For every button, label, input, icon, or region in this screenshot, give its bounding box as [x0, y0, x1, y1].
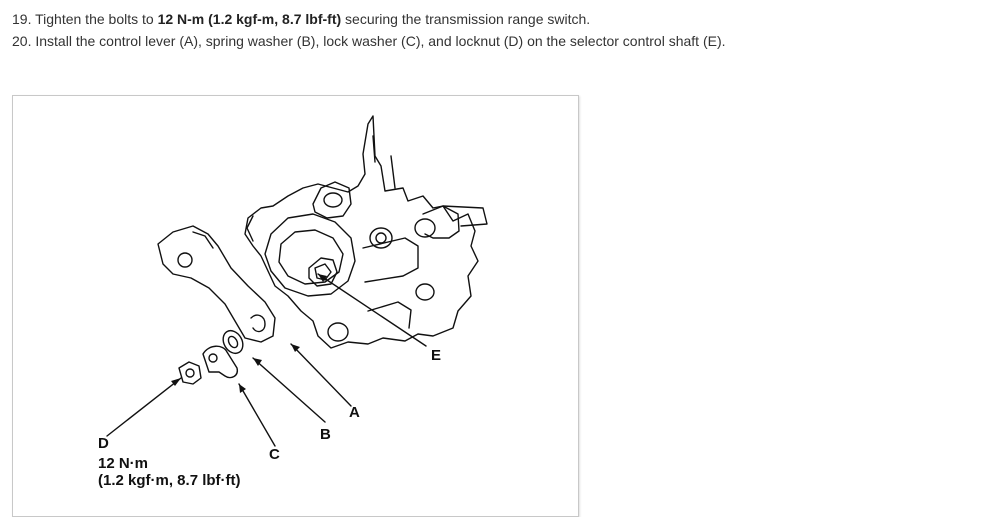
leader-c: [238, 383, 276, 447]
selector-shaft: [308, 257, 338, 287]
leader-d: [106, 377, 182, 437]
arrowhead-e: [318, 274, 327, 282]
callout-a: A: [349, 404, 360, 421]
control-lever: [157, 225, 276, 343]
torque-line-2: (1.2 kgf·m, 8.7 lbf·ft): [98, 472, 241, 489]
callout-e: E: [431, 347, 442, 364]
callout-b: B: [320, 426, 331, 443]
step-number: 20.: [12, 33, 32, 49]
diagram-figure: E A B C D 12 N·m (1.2 kgf·m, 8.7 lbf·ft): [12, 95, 579, 517]
instruction-steps: 19. Tighten the bolts to 12 N-m (1.2 kgf…: [12, 8, 972, 52]
torque-spec: 12 N-m (1.2 kgf-m, 8.7 lbf-ft): [157, 11, 342, 27]
arrowhead-a: [291, 344, 300, 352]
callout-d: D: [98, 435, 109, 452]
step-number: 19.: [12, 11, 32, 27]
step-text-post: securing the transmission range switch.: [341, 11, 591, 27]
step-19: 19. Tighten the bolts to 12 N-m (1.2 kgf…: [12, 8, 972, 30]
switch-housing: [264, 213, 356, 297]
callout-c: C: [269, 446, 280, 463]
arrowhead-b: [253, 358, 262, 366]
arrowhead-d: [171, 378, 181, 386]
housing-outline: [244, 115, 479, 349]
torque-line-1: 12 N·m: [98, 455, 149, 472]
locknut: [178, 361, 202, 385]
arrowhead-c: [239, 384, 246, 393]
torque-label: 12 N·m (1.2 kgf·m, 8.7 lbf·ft): [98, 455, 241, 489]
transmission-illustration: [106, 115, 488, 447]
spring-washer: [222, 329, 244, 355]
step-20: 20. Install the control lever (A), sprin…: [12, 30, 972, 52]
leader-b: [252, 357, 326, 423]
pipe-end: [323, 192, 343, 208]
leader-a: [290, 343, 352, 407]
lock-washer: [202, 345, 239, 379]
step-text-pre: Tighten the bolts to: [35, 11, 158, 27]
step-text: Install the control lever (A), spring wa…: [35, 33, 726, 49]
upper-pipe: [312, 181, 352, 219]
leader-e: [317, 273, 427, 347]
